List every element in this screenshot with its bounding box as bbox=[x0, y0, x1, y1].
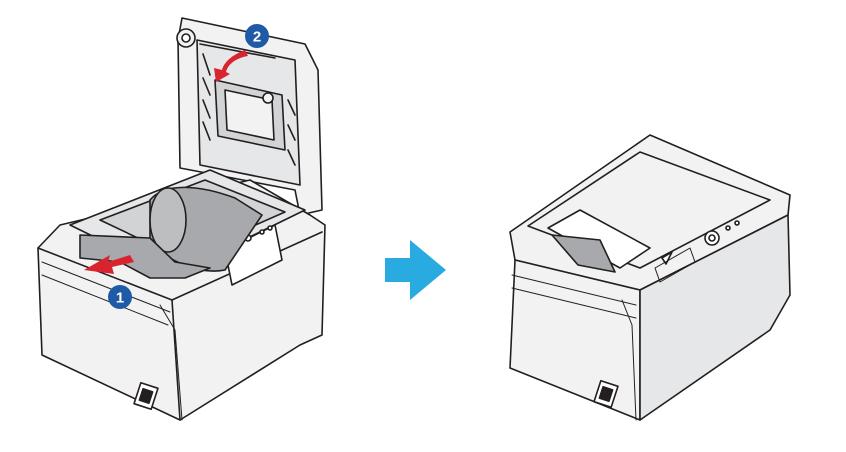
close-cover-arrow-icon bbox=[214, 50, 248, 82]
paper-tip bbox=[551, 234, 616, 273]
pull-paper-arrow-icon bbox=[84, 255, 134, 274]
printer-closed-cover-icon bbox=[509, 134, 791, 421]
step-badge-1: 1 bbox=[108, 285, 132, 309]
right-arrow-icon bbox=[385, 240, 446, 300]
paper-roll bbox=[79, 186, 263, 279]
svg-text:2: 2 bbox=[253, 29, 261, 46]
printer-closed-body bbox=[509, 134, 791, 421]
power-switch-icon bbox=[593, 379, 619, 409]
power-switch-icon bbox=[133, 381, 159, 411]
svg-text:1: 1 bbox=[116, 290, 124, 307]
step-badge-2: 2 bbox=[245, 24, 269, 48]
control-panel bbox=[654, 220, 740, 283]
printer-open-cover-icon: 1 2 bbox=[37, 17, 326, 421]
